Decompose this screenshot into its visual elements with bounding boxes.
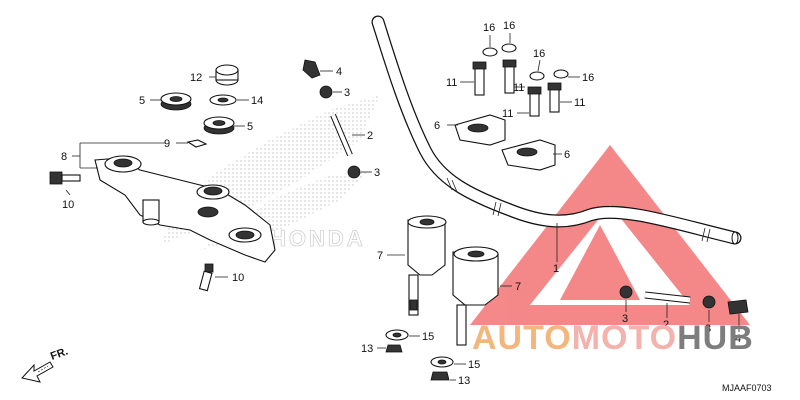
svg-text:AUTOMOTOHUB: AUTOMOTOHUB [472,319,754,357]
callout-6-right: 6 [564,149,570,161]
brand-part-2: MOTO [572,319,677,357]
bolt-10-bottom [198,263,214,292]
callout-7-left: 7 [377,250,383,262]
callout-6-left: 6 [434,120,440,132]
washer-14 [209,94,237,106]
callout-16-a: 16 [483,22,495,34]
center-parts [302,59,361,179]
caps-16 [482,43,569,81]
bolt-10-top [49,171,81,185]
callout-16-b: 16 [503,20,515,32]
upper-holders [454,114,556,171]
brand-triangle-logo [470,145,750,325]
callout-2-right: 2 [663,319,669,331]
brand-part-1: AUTO [472,319,572,357]
brand-watermark-text: AUTOMOTOHUB [472,319,754,357]
callout-3-right-a: 3 [622,313,628,325]
callout-15-left: 15 [422,331,434,343]
bearing-5-top [160,92,192,111]
callout-3-top: 3 [344,87,350,99]
callout-8: 8 [61,151,67,163]
callout-12: 12 [190,72,202,84]
callout-3-right-b: 3 [705,323,711,335]
callout-5-top: 5 [139,95,145,107]
callout-15-right: 15 [468,359,480,371]
callout-10-bottom: 10 [232,272,244,284]
callout-labels: 12 5 14 5 9 8 10 10 4 3 2 3 7 7 15 13 15… [61,20,741,387]
callout-11-b: 11 [513,82,524,94]
callout-16-c: 16 [533,48,545,60]
riser-left [407,215,447,316]
front-direction-arrow: FR. [21,345,70,383]
callout-5-bottom: 5 [247,121,253,133]
washers-15-and-nuts-13 [385,329,454,381]
riser-right [452,246,499,346]
callout-3-mid: 3 [374,167,380,179]
callout-4-right: 4 [735,333,741,345]
bolts-11 [472,59,562,117]
honda-watermark-text: HONDA [270,226,366,251]
callout-14: 14 [251,95,263,107]
callout-16-d: 16 [582,72,594,84]
callout-7-right: 7 [515,281,521,293]
bearing-5-bottom [203,116,235,135]
leader-lines [65,33,740,381]
washer-9 [186,139,208,148]
left-parts [49,64,239,292]
diagram-code: MJAAF0703 [722,383,772,393]
top-bridge [94,155,276,263]
front-label: FR. [49,345,70,362]
callout-11-d: 11 [574,97,585,109]
brand-part-3: HUB [677,319,754,357]
handlebar [371,15,742,245]
callout-1: 1 [553,263,559,275]
callout-4-top: 4 [336,66,342,78]
callout-13-right: 13 [458,375,470,387]
cap-nut-12 [215,64,239,86]
callout-13-left: 13 [361,343,373,355]
callout-11-c: 11 [502,108,513,120]
callout-9: 9 [164,138,170,150]
callout-10-top: 10 [62,199,74,211]
right-small-parts [619,285,749,315]
callout-11-a: 11 [446,77,457,89]
callout-2-top: 2 [367,130,373,142]
